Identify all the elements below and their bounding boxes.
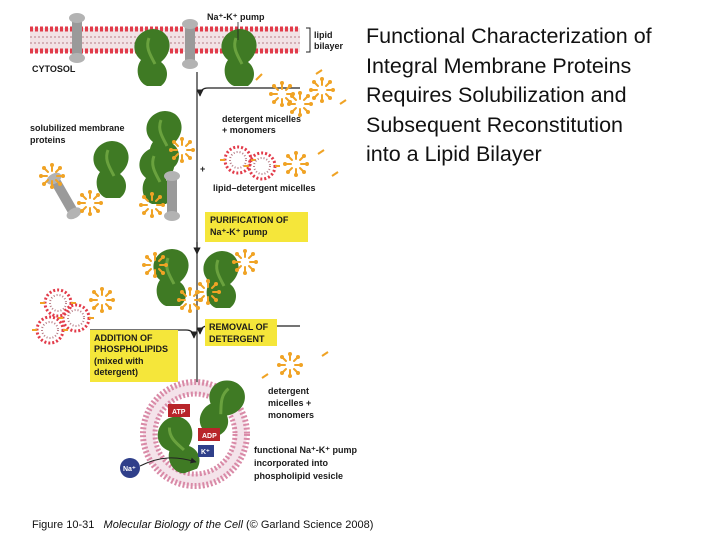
addition-label-2: PHOSPHOLIPIDS xyxy=(94,344,168,354)
sodium-potassium-pump xyxy=(219,27,259,88)
functional-label-2: incorporated into xyxy=(254,458,329,468)
bilayer-label: bilayer xyxy=(314,41,344,51)
k-ion-label: K⁺ xyxy=(201,449,210,456)
adp-label: ADP xyxy=(202,433,217,440)
title-line: Integral Membrane Proteins xyxy=(366,53,632,78)
adp-badge xyxy=(198,428,220,441)
micelles2-label-2: micelles + xyxy=(268,398,311,408)
lipid-label: lipid xyxy=(314,30,333,40)
pump-label: Na⁺-K⁺ pump xyxy=(207,12,265,22)
solubilized-pump xyxy=(91,139,131,200)
micelles2-label-3: monomers xyxy=(268,410,314,420)
title-line: into a Lipid Bilayer xyxy=(366,142,542,166)
solubilized-label-2: proteins xyxy=(30,135,66,145)
detergent-arrow xyxy=(196,87,300,97)
title-line: Subsequent Reconstitution xyxy=(366,112,623,137)
addition-label-1: ADDITION OF xyxy=(94,333,153,343)
sodium-ion xyxy=(120,458,140,478)
addition-label-3: (mixed with xyxy=(94,356,144,366)
cytosol-label: CYTOSOL xyxy=(32,64,76,74)
title-line: Requires Solubilization and xyxy=(366,83,627,107)
detergent-micelle xyxy=(276,351,304,379)
plus-sign: + xyxy=(200,164,205,174)
purification-label-1: PURIFICATION OF xyxy=(210,215,289,225)
detergent-micelle xyxy=(168,136,196,164)
detergent-micelle xyxy=(88,286,116,314)
detergent-micelle xyxy=(308,76,336,104)
removal-label-2: DETERGENT xyxy=(209,334,265,344)
functional-label-1: functional Na⁺-K⁺ pump xyxy=(254,445,357,455)
detergent-micelle xyxy=(231,248,259,276)
addition-arrow xyxy=(90,329,198,339)
sodium-potassium-pump xyxy=(132,27,172,88)
detergent-micelle xyxy=(138,191,166,219)
micelles-label-1: detergent micelles xyxy=(222,114,301,124)
addition-box xyxy=(90,330,178,382)
book-title: Molecular Biology of the Cell xyxy=(103,519,243,531)
removal-box xyxy=(205,319,277,346)
purified-pump xyxy=(151,247,191,308)
lipid-detergent-micelle xyxy=(38,288,78,318)
micelles-label-2: + monomers xyxy=(222,125,276,135)
lipid-detergent-label: lipid–detergent micelles xyxy=(213,183,316,193)
credit: (© Garland Science 2008) xyxy=(246,519,374,531)
purification-box xyxy=(205,212,308,242)
atp-badge xyxy=(168,404,190,417)
slide-title: Functional Characterization of Integral … xyxy=(366,22,716,170)
solubilized-channel xyxy=(44,170,84,222)
detergent-micelle xyxy=(76,189,104,217)
solubilized-label-1: solubilized membrane xyxy=(30,123,125,133)
purification-label-2: Na⁺-K⁺ pump xyxy=(210,227,268,237)
detergent-micelle xyxy=(282,150,310,178)
atp-label: ATP xyxy=(172,409,186,416)
functional-label-3: phospholipid vesicle xyxy=(254,471,343,481)
micelles2-label-1: detergent xyxy=(268,386,309,396)
detergent-micelle xyxy=(176,286,204,314)
title-line: Functional Characterization of xyxy=(366,24,652,48)
addition-label-4: detergent) xyxy=(94,367,138,377)
k-ion-badge xyxy=(198,445,214,457)
figure-number: Figure 10-31 xyxy=(32,519,95,531)
figure-caption: Figure 10-31 Molecular Biology of the Ce… xyxy=(32,519,373,531)
removal-label-1: REMOVAL OF xyxy=(209,322,269,332)
na-ion-label: Na⁺ xyxy=(123,466,136,473)
